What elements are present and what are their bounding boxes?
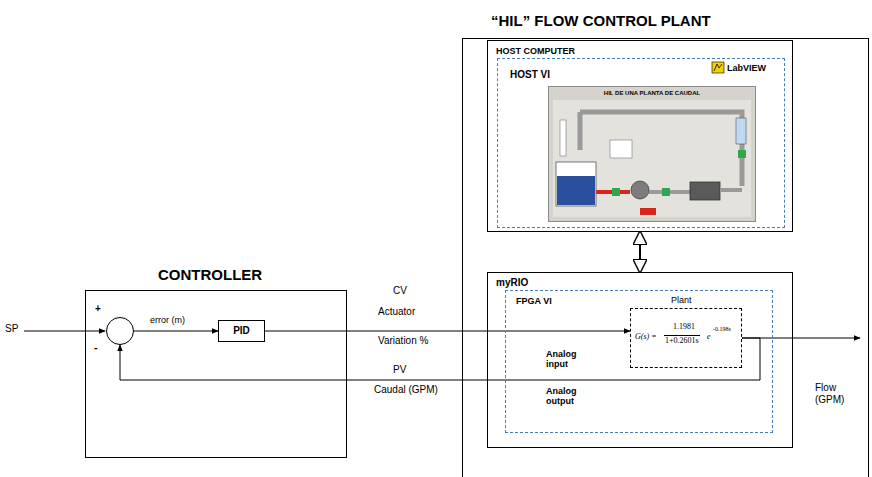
port-label: Analog input: [546, 349, 588, 370]
signal-label: Variation %: [378, 335, 428, 347]
signal-wire: [265, 331, 630, 332]
node-title: myRIO: [496, 277, 528, 289]
hil-region: “HIL” FLOW CONTROL PLANTHOST COMPUTERHOS…: [462, 38, 869, 477]
node-title: CONTROLLER: [158, 266, 262, 283]
node-text: LabVIEW: [727, 63, 766, 73]
node-text: -: [94, 341, 98, 354]
node-title: HOST COMPUTER: [496, 46, 575, 56]
pid-block: PID: [218, 320, 265, 342]
hmi-screen: HIL DE UNA PLANTA DE CAUDAL: [548, 86, 756, 222]
fpga-vi-box: FPGA VI PlantG(s) = 1.1981 1+0.2601s e-0.198…: [505, 290, 773, 433]
node-text: e: [707, 332, 711, 341]
node-title: PID: [219, 325, 264, 337]
setpoint-label: SP: [5, 323, 18, 335]
plant-box: PlantG(s) =1.19811+0.2601se-0.198s: [630, 308, 742, 368]
host-vi-box: HOST VI LabVIEW HIL DE UNA PLANTA DE CAUDA…: [497, 58, 785, 228]
node-title: Plant: [671, 295, 692, 305]
port-label: Analog output: [546, 386, 588, 407]
labview-icon: [712, 62, 724, 73]
host-computer-box: HOST COMPUTER HOST VI LabVIEW HIL DE UNA PL…: [487, 40, 793, 232]
node-text: 1.1981: [673, 322, 695, 331]
output-label: Flow (GPM): [815, 382, 859, 405]
node-title: “HIL” FLOW CONTROL PLANT: [491, 12, 711, 29]
sp-wire: [24, 331, 105, 332]
junction-circle: [106, 317, 513, 477]
double-arrow: [639, 232, 641, 272]
node-text: 1+0.2601s: [664, 335, 700, 345]
node-text: G(s) =: [635, 332, 657, 341]
node-text: -0.198s: [713, 326, 731, 333]
signal-label: Actuator: [378, 306, 415, 318]
node-title: FPGA VI: [516, 296, 552, 306]
node-title: HIL DE UNA PLANTA DE CAUDAL: [549, 90, 755, 97]
signal-label: CV: [393, 285, 407, 297]
node-title: +: [95, 303, 101, 315]
controller-box: CONTROLLER+-PID: [85, 290, 347, 458]
signal-label: PV: [393, 364, 406, 376]
node-title: HOST VI: [510, 69, 550, 81]
signal-wire: [120, 338, 760, 380]
signal-wire: [134, 331, 218, 332]
signal-label: Caudal (GPM): [374, 384, 438, 396]
myrio-box: myRIO FPGA VI PlantG(s) = 1.1981 1+0.2601s e-…: [487, 272, 793, 448]
hmi-screenshot: [548, 86, 756, 222]
summing-junction: +-: [106, 317, 134, 345]
signal-label: error (m): [150, 315, 185, 325]
